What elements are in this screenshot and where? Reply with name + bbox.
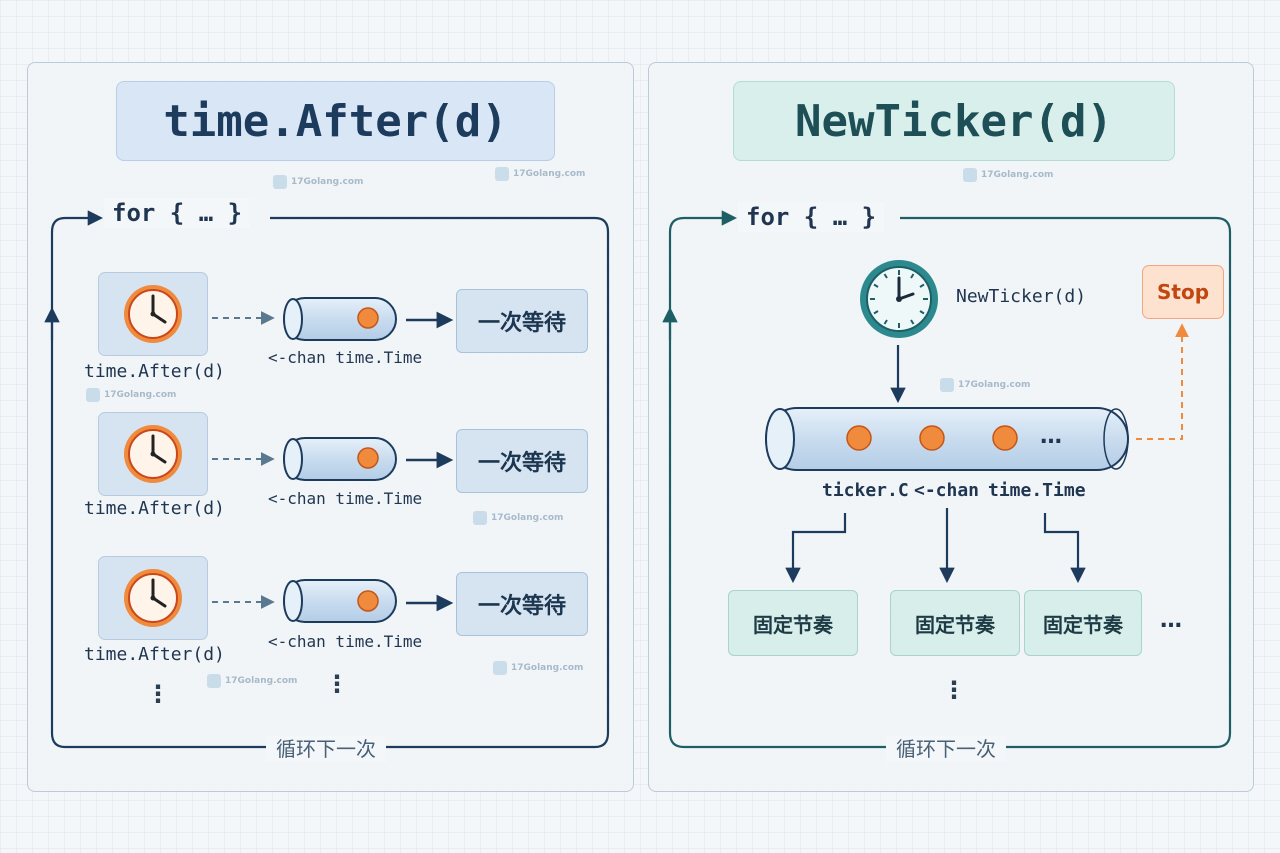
rhythm-more-dots: …	[1160, 608, 1182, 633]
watermark: 17Golang.com	[86, 388, 176, 402]
clock-label-1: time.After(d)	[84, 361, 225, 382]
watermark: 17Golang.com	[940, 378, 1030, 392]
clock-box-1	[98, 272, 208, 356]
wait-box-3: 一次等待	[456, 572, 588, 636]
clock-icon	[124, 285, 182, 343]
watermark-logo-icon	[940, 378, 954, 392]
left-row-2-connectors	[212, 451, 454, 469]
rhythm-box-3: 固定节奏	[1024, 590, 1142, 656]
ticker-chan-label-1: ticker.C	[822, 480, 909, 501]
wait-box-2: 一次等待	[456, 429, 588, 493]
rhythm-box-2: 固定节奏	[890, 590, 1020, 656]
right-loop-back-label: 循环下一次	[886, 736, 1006, 762]
wait-box-1: 一次等待	[456, 289, 588, 353]
right-ellipsis: ⋮	[942, 676, 966, 704]
channel-more-dots: …	[1040, 424, 1062, 449]
stop-box: Stop	[1142, 265, 1224, 319]
watermark-logo-icon	[207, 674, 221, 688]
stop-arrow	[1136, 323, 1189, 440]
branch-arrow-1	[785, 513, 847, 584]
ticker-clock	[858, 258, 940, 344]
clock-icon	[860, 260, 938, 338]
chan-label-3: <-chan time.Time	[268, 632, 423, 651]
left-ellipsis-2: ⋮	[325, 670, 349, 698]
watermark: 17Golang.com	[207, 674, 297, 688]
branch-arrow-3	[1043, 513, 1086, 584]
watermark: 17Golang.com	[473, 511, 563, 525]
clock-box-3	[98, 556, 208, 640]
watermark-logo-icon	[86, 388, 100, 402]
left-for-loop-label: for { … }	[104, 198, 251, 228]
watermark-logo-icon	[495, 167, 509, 181]
watermark: 17Golang.com	[963, 168, 1053, 182]
watermark-logo-icon	[963, 168, 977, 182]
clock-box-2	[98, 412, 208, 496]
ticker-chan-label-3: time.Time	[988, 480, 1086, 501]
watermark: 17Golang.com	[495, 167, 585, 181]
left-row-1-connectors	[212, 311, 454, 329]
right-for-loop-label: for { … }	[738, 202, 885, 232]
clock-icon	[124, 569, 182, 627]
left-ellipsis-1: ⋮	[146, 680, 170, 708]
left-loop-back-label: 循环下一次	[266, 736, 386, 762]
watermark: 17Golang.com	[493, 661, 583, 675]
clock-label-2: time.After(d)	[84, 498, 225, 519]
channel-pipe-3	[283, 579, 397, 623]
right-title: NewTicker(d)	[733, 81, 1175, 161]
clock-icon	[124, 425, 182, 483]
left-title: time.After(d)	[116, 81, 555, 161]
watermark-logo-icon	[493, 661, 507, 675]
left-row-3-connectors	[212, 594, 454, 612]
clock-label-3: time.After(d)	[84, 644, 225, 665]
channel-pipe-1	[283, 297, 397, 341]
watermark-logo-icon	[473, 511, 487, 525]
chan-label-1: <-chan time.Time	[268, 348, 423, 367]
ticker-chan-label-2: <-chan	[914, 480, 980, 501]
chan-label-2: <-chan time.Time	[268, 489, 423, 508]
channel-pipe-2	[283, 437, 397, 481]
rhythm-box-1: 固定节奏	[728, 590, 858, 656]
ticker-channel-pipe	[765, 407, 1129, 471]
watermark: 17Golang.com	[273, 175, 363, 189]
ticker-clock-label: NewTicker(d)	[956, 286, 1087, 307]
watermark-logo-icon	[273, 175, 287, 189]
